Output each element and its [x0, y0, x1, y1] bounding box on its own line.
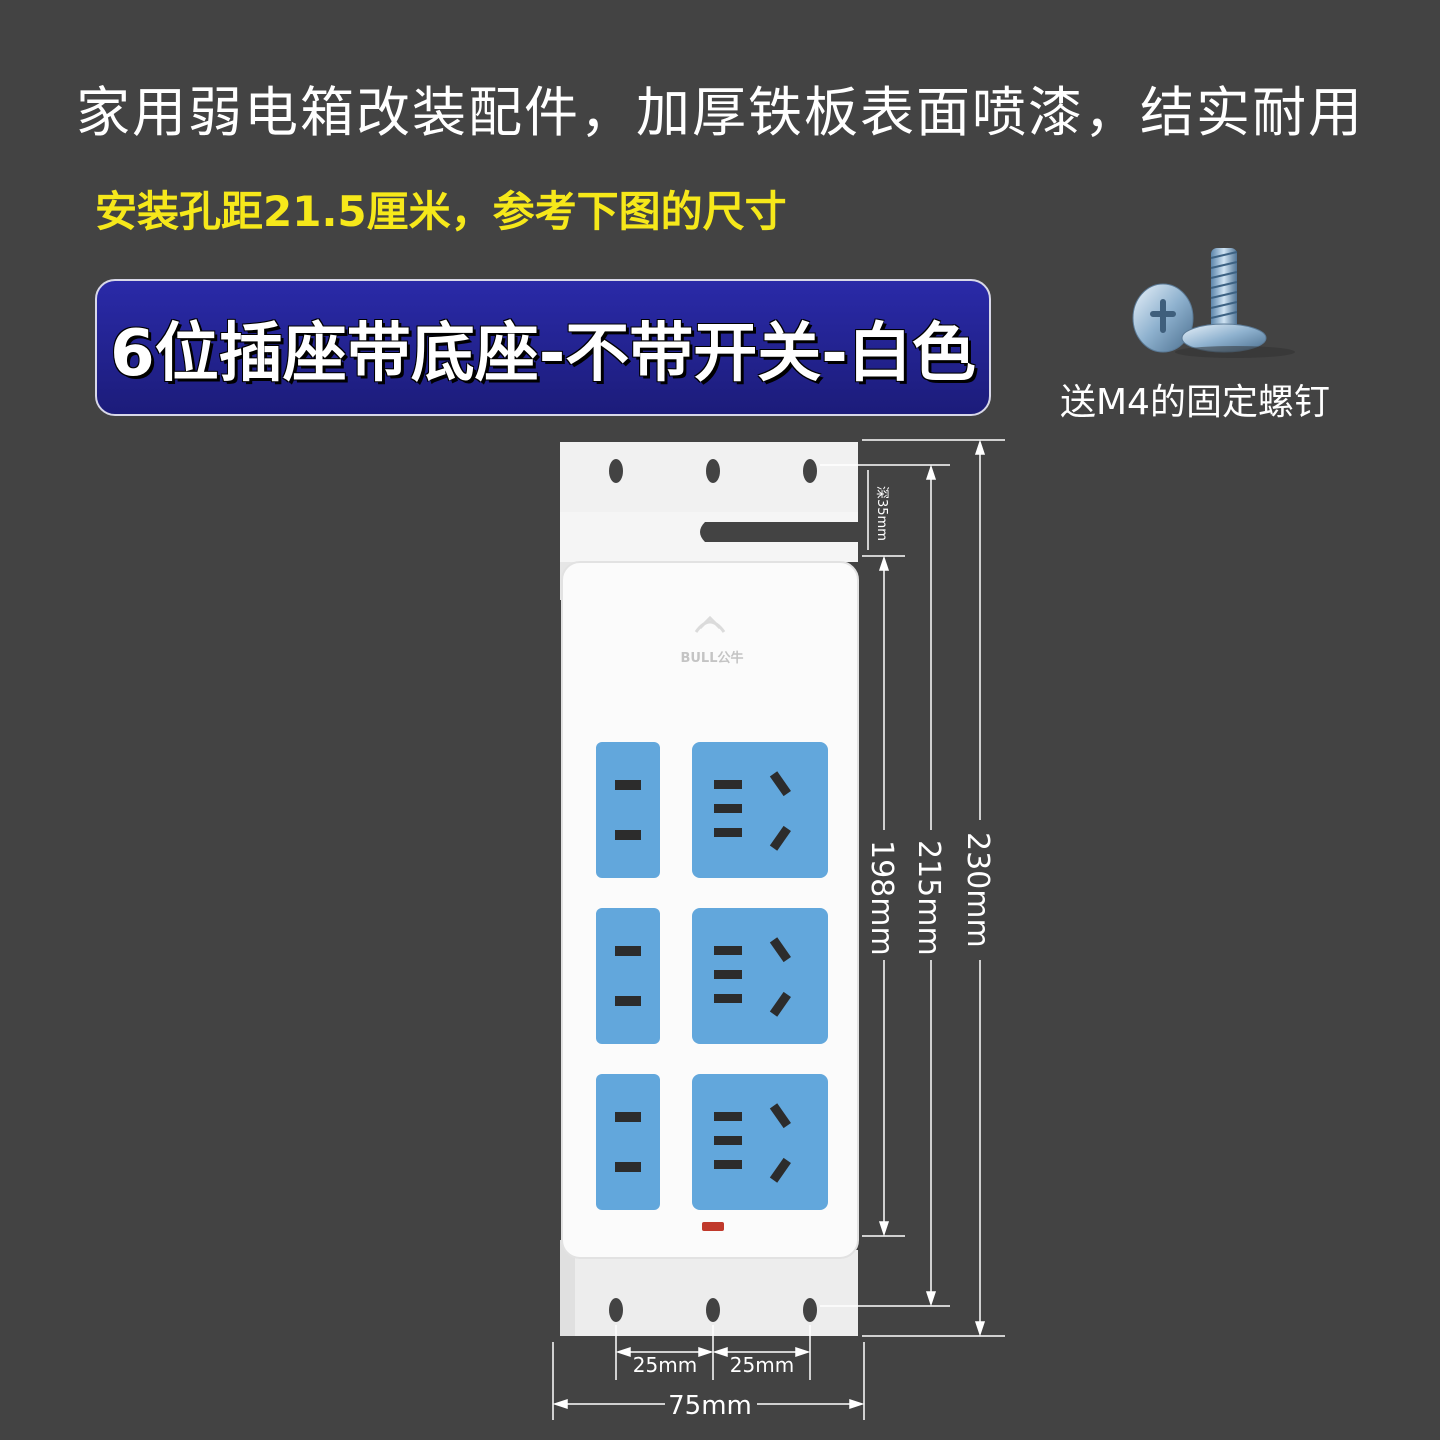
mount-hole [609, 1298, 623, 1322]
power-strip: BULL公牛 [561, 561, 859, 1259]
mount-hole [803, 1298, 817, 1322]
hole-spacing-right-label: 25mm [730, 1353, 794, 1377]
bull-logo-icon [694, 615, 726, 633]
two-pin-socket [596, 1074, 660, 1210]
headline: 家用弱电箱改装配件，加厚铁板表面喷漆，结实耐用 [76, 81, 1364, 144]
width-label: 75mm [668, 1391, 752, 1421]
brand-text: BULL公牛 [680, 650, 743, 666]
length-198-label: 198mm [864, 840, 899, 956]
mount-hole [706, 1298, 720, 1322]
length-215-label: 215mm [911, 840, 946, 956]
two-pin-socket [596, 742, 660, 878]
mount-hole [803, 459, 817, 483]
mount-hole [706, 459, 720, 483]
subline: 安装孔距21.5厘米，参考下图的尺寸 [95, 187, 787, 236]
five-hole-socket [692, 742, 828, 878]
hole-spacing-left-label: 25mm [633, 1353, 697, 1377]
screw-icon [1132, 248, 1295, 358]
depth-label: 深35mm [874, 486, 889, 541]
five-hole-socket [692, 908, 828, 1044]
five-hole-socket [692, 1074, 828, 1210]
bottom-bracket [560, 1240, 858, 1336]
dimension-lines [552, 439, 1005, 1420]
indicator-light [702, 1222, 724, 1231]
mount-hole [609, 459, 623, 483]
banner-text: 6位插座带底座-不带开关-白色 [110, 316, 976, 391]
length-230-label: 230mm [960, 832, 995, 948]
screw-caption: 送M4的固定螺钉 [1060, 382, 1330, 423]
product-banner: 6位插座带底座-不带开关-白色 [95, 279, 991, 416]
two-pin-socket [596, 908, 660, 1044]
